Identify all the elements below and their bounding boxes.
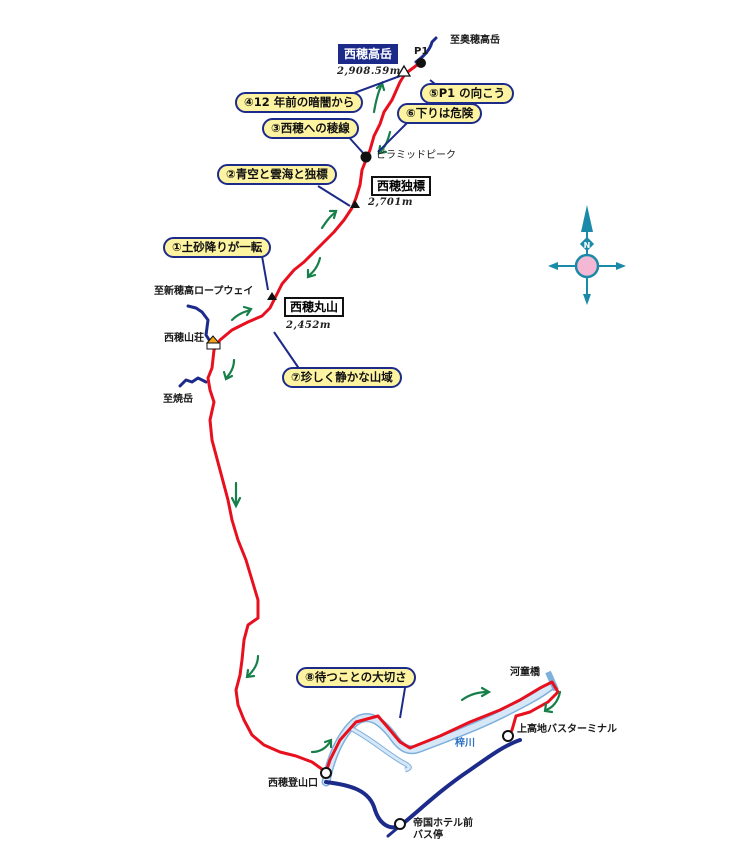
callout-1: ①土砂降りが一転 — [163, 237, 272, 258]
p1-label: P1 — [414, 46, 429, 57]
maruyama-elevation-label: 2,452m — [286, 320, 331, 331]
dokuhyo-triangle-icon — [350, 200, 360, 208]
pyramid-peak-label: ピラミッドピーク — [376, 150, 456, 161]
callout-4: ④12 年前の暗闇から — [235, 92, 364, 113]
pyramid-peak-marker-icon — [360, 151, 372, 163]
maruyama-triangle-icon — [267, 292, 277, 300]
main-route — [206, 60, 560, 774]
hotel-bus-stop-marker-icon — [394, 818, 406, 830]
callout-8: ⑧待つことの大切さ — [296, 667, 416, 688]
direction-arrows — [222, 80, 562, 754]
hotel-bus-stop-label: 帝国ホテル前 バス停 — [413, 818, 473, 841]
callout-7: ⑦珍しく静かな山域 — [282, 367, 402, 388]
hotel-bus-stop-line2: バス停 — [413, 829, 443, 841]
compass-icon: N — [548, 205, 626, 305]
callout-5: ⑤P1 の向こう — [420, 83, 515, 104]
maruyama-name-label: 西穂丸山 — [284, 297, 345, 317]
bus-terminal-marker-icon — [502, 730, 514, 742]
to-yakedake-label: 至焼岳 — [163, 394, 193, 405]
svg-text:N: N — [584, 241, 591, 250]
callout-6: ⑥下りは危険 — [397, 103, 483, 124]
to-ropeway-label: 至新穂高ロープウェイ — [154, 286, 254, 297]
dokuhyo-name-label: 西穂独標 — [371, 176, 432, 196]
p1-marker-icon — [416, 58, 426, 68]
dokuhyo-elevation-label: 2,701m — [368, 197, 413, 208]
markers — [205, 58, 514, 830]
callout-3: ③西穂への稜線 — [262, 118, 359, 139]
hut-label: 西穂山荘 — [164, 333, 204, 344]
side-trails — [178, 36, 522, 838]
summit-elevation-label: 2,908.59m — [337, 66, 401, 77]
bus-terminal-label: 上高地バスターミナル — [517, 724, 617, 735]
kappa-bridge-label: 河童橋 — [510, 667, 540, 678]
river-label: 梓川 — [455, 738, 475, 749]
to-okuhotaka-label: 至奥穂高岳 — [450, 35, 500, 46]
hut-icon — [205, 335, 221, 350]
summit-name-label: 西穂高岳 — [338, 44, 399, 64]
summit-triangle-icon — [396, 64, 412, 77]
trailhead-marker-icon — [320, 767, 332, 779]
trailhead-label: 西穂登山口 — [268, 778, 318, 789]
hotel-bus-stop-line1: 帝国ホテル前 — [413, 818, 473, 829]
callout-2: ②青空と雲海と独標 — [217, 164, 337, 185]
